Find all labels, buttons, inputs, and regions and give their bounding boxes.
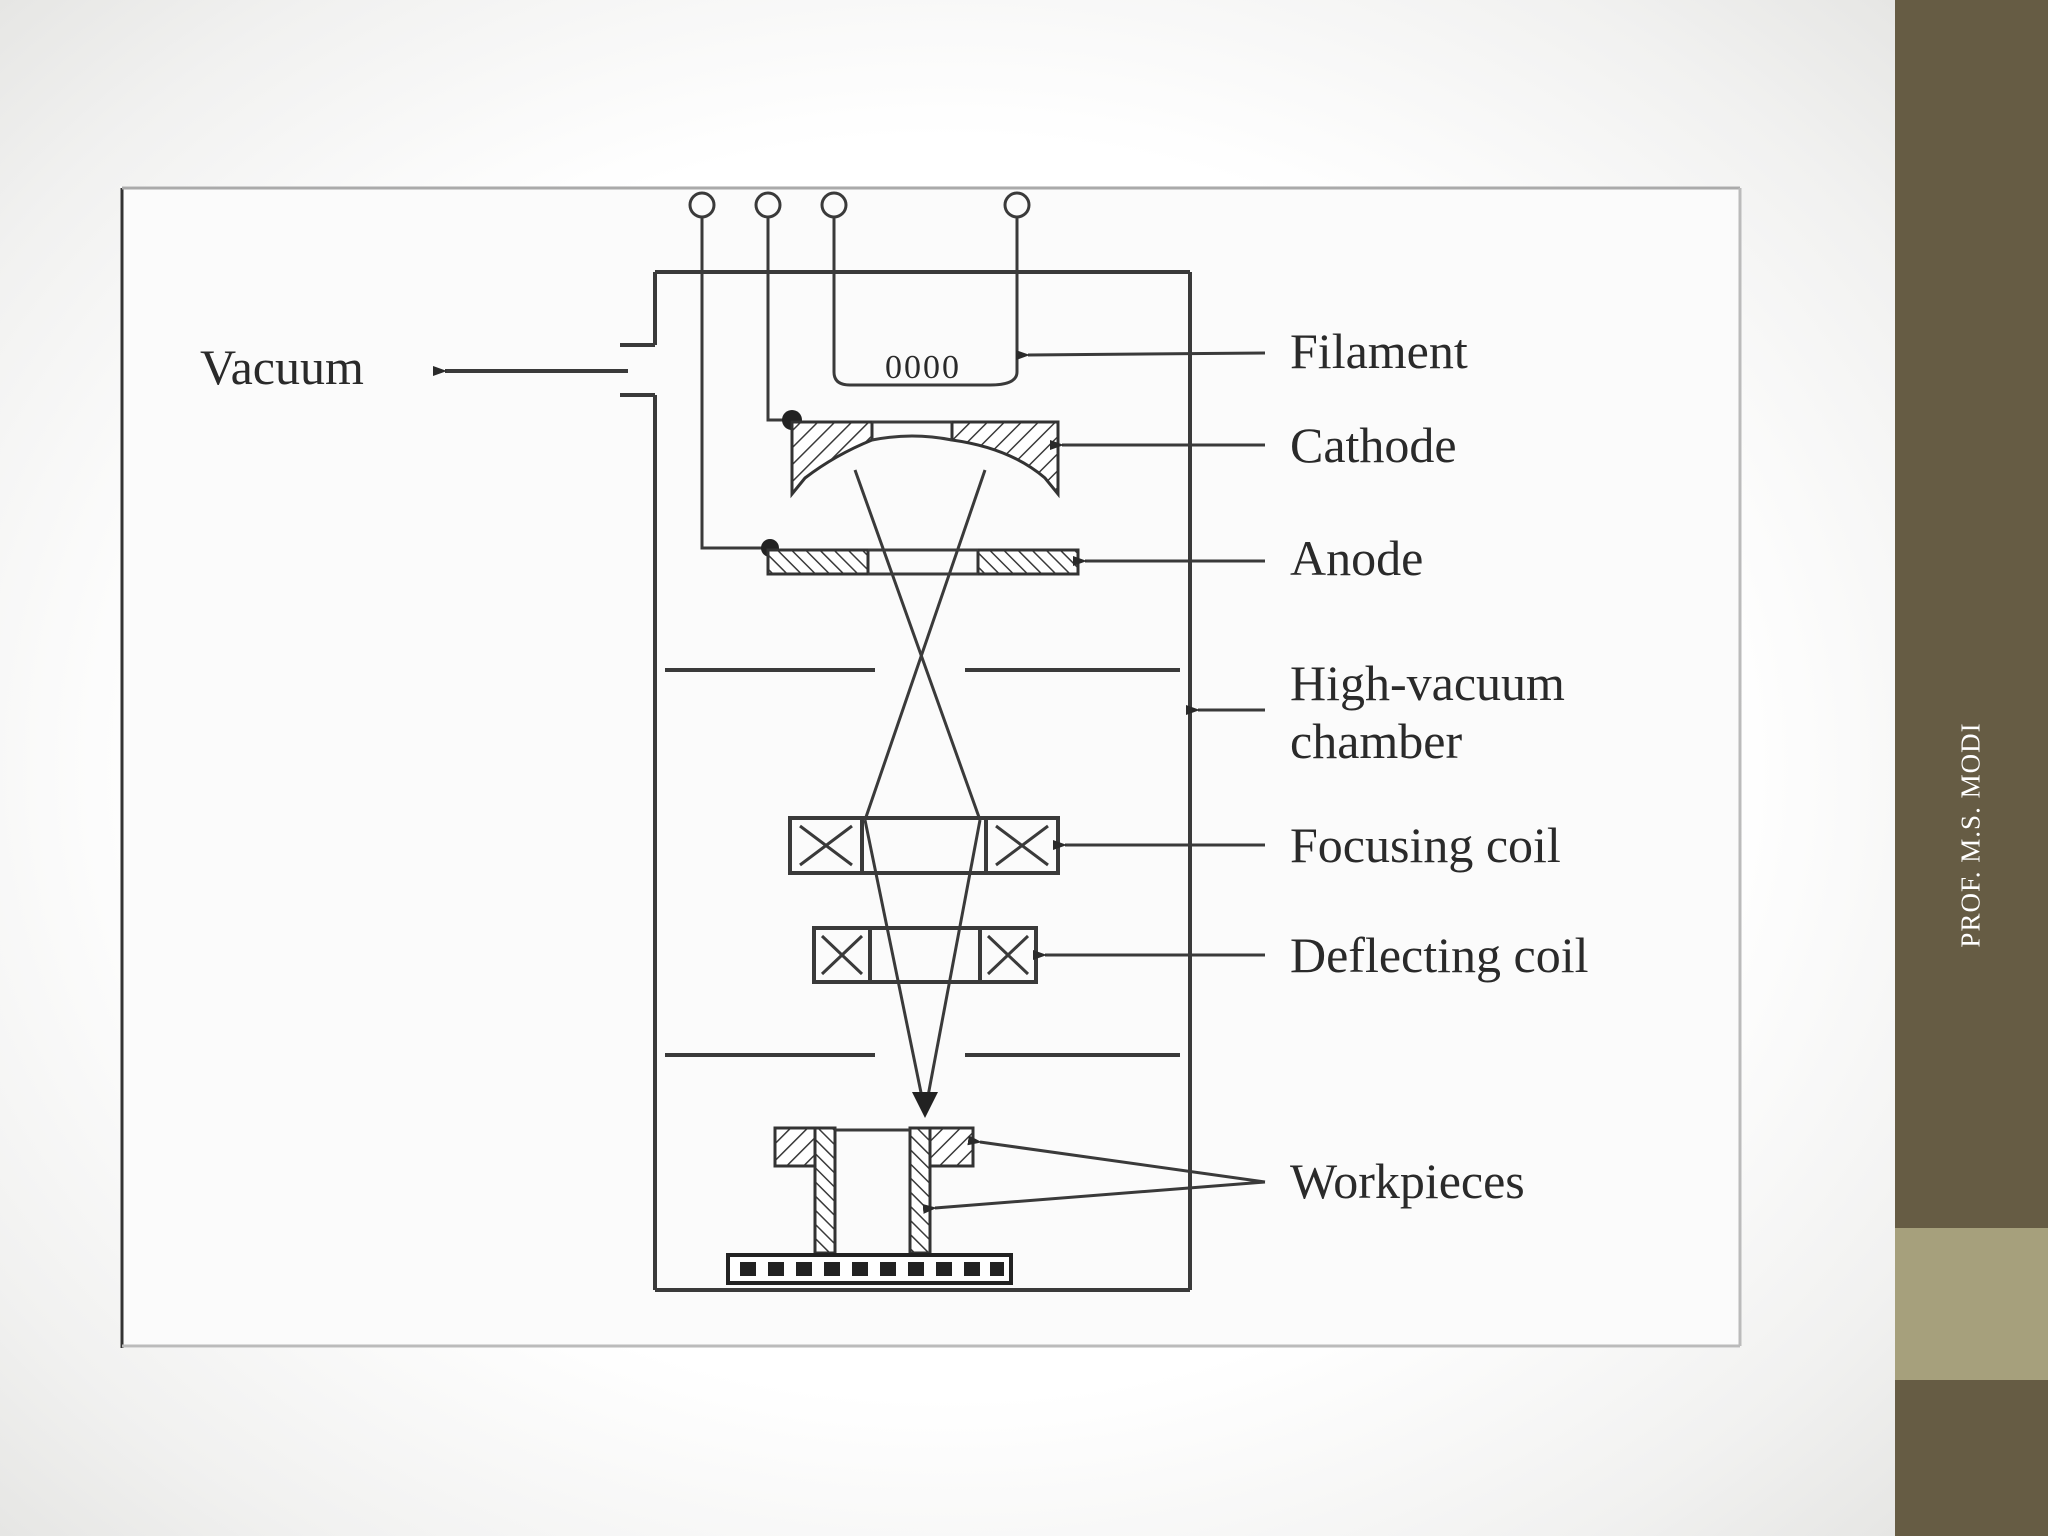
focusing-coil (788, 816, 1060, 875)
filament-coil: 0000 (885, 349, 961, 386)
electron-beam (853, 469, 987, 1118)
label-chamber-line2: chamber (1290, 713, 1462, 769)
label-leader-lines (922, 350, 1266, 1214)
cathode-electrode (790, 420, 1060, 499)
label-cathode: Cathode (1290, 417, 1457, 473)
electrode-terminals (688, 191, 1031, 557)
label-deflecting-coil: Deflecting coil (1290, 927, 1589, 983)
sidebar-accent-band (1895, 1228, 2048, 1380)
label-filament: Filament (1290, 323, 1468, 379)
label-workpieces: Workpieces (1290, 1153, 1525, 1209)
figure-frame (120, 186, 1742, 1348)
label-vacuum: Vacuum (200, 339, 364, 395)
anode-electrode (766, 548, 1080, 576)
label-focusing-coil: Focusing coil (1290, 817, 1561, 873)
label-chamber-line1: High-vacuum (1290, 655, 1565, 711)
worktable (726, 1253, 1013, 1285)
label-anode: Anode (1290, 530, 1423, 586)
workpieces (773, 1126, 975, 1255)
high-vacuum-chamber (620, 270, 1192, 1292)
deflecting-coil (812, 926, 1038, 984)
